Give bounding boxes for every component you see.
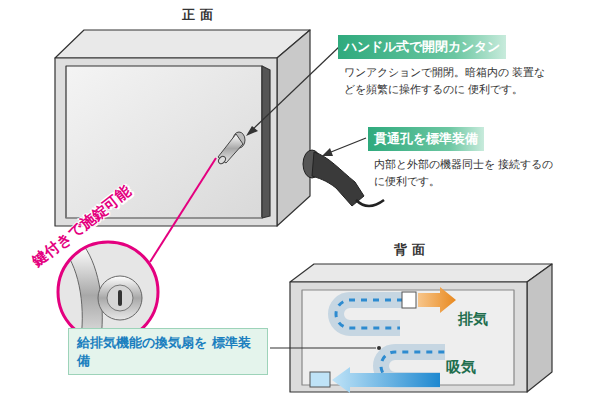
- zoom-leader: [150, 158, 216, 262]
- exhaust-arrow: [418, 287, 456, 313]
- front-cabinet: [55, 30, 310, 226]
- through-hole-callout: 貫通孔を標準装備内部と外部の機器同士を 接続するのに便利です。: [368, 127, 554, 190]
- callout-body: ワンアクションで開閉。暗箱内の 装置などを頻繁に操作するのに 便利です。: [338, 64, 554, 98]
- callout-heading: ハンドル式で開閉カンタン: [338, 35, 506, 59]
- leader-dot: [377, 346, 381, 350]
- leader-line: [250, 46, 340, 132]
- feature-label: 鍵付きで施錠可能: [29, 182, 135, 271]
- exhaust-label: 排気: [458, 310, 488, 329]
- leader-arrowhead: [322, 148, 333, 156]
- callout-heading: 貫通孔を標準装備: [368, 127, 484, 151]
- leader-line: [270, 347, 376, 348]
- leader-arrowhead: [246, 126, 258, 136]
- door-handle: [217, 132, 245, 165]
- view-label: 背 面: [394, 241, 425, 259]
- fan-callout: 給排気機能の換気扇を 標準装備: [68, 328, 268, 375]
- leader-line: [326, 138, 366, 154]
- callout-text: 給排気機能の換気扇を 標準装備: [77, 334, 259, 369]
- intake-arrow: [332, 367, 440, 393]
- through-hole: [303, 150, 384, 206]
- view-label: 正 面: [182, 6, 213, 24]
- callout-body: 内部と外部の機器同士を 接続するのに便利です。: [368, 156, 554, 190]
- intake-label: 吸気: [446, 358, 476, 377]
- rear-cabinet: [290, 264, 552, 392]
- handle-callout: ハンドル式で開閉カンタンワンアクションで開閉。暗箱内の 装置などを頻繁に操作する…: [338, 35, 554, 98]
